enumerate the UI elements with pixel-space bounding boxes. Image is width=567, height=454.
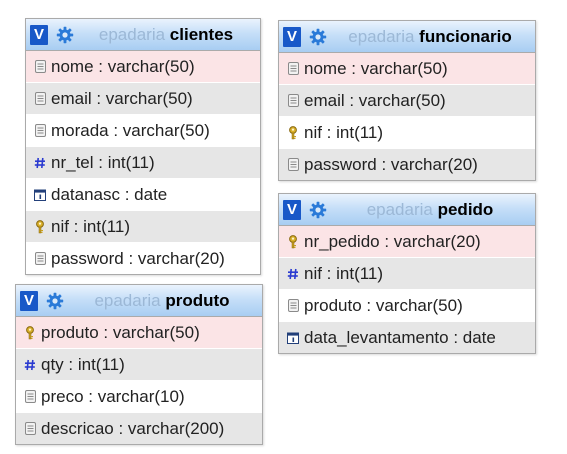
field-label: datanasc : date: [51, 184, 168, 204]
field-row[interactable]: qty : int(11): [16, 348, 262, 380]
hash-icon: [33, 156, 47, 170]
table-name: pedido: [437, 199, 494, 219]
text-field-icon: [23, 390, 37, 404]
table-header[interactable]: V epadaria pedido: [279, 194, 535, 226]
text-field-icon: [286, 62, 300, 76]
table-title: epadaria clientes: [76, 25, 260, 45]
field-label: morada : varchar(50): [51, 120, 210, 140]
field-list: nome : varchar(50) email : varchar(50) nif…: [279, 53, 535, 180]
field-list: nome : varchar(50) email : varchar(50) mor…: [26, 51, 260, 274]
field-row[interactable]: nr_pedido : varchar(20): [279, 226, 535, 257]
field-label: email : varchar(50): [304, 90, 446, 110]
key-icon: [23, 325, 37, 340]
field-label: descricao : varchar(200): [41, 418, 225, 438]
table-header[interactable]: V epadaria funcionario: [279, 21, 535, 53]
field-row[interactable]: produto : varchar(50): [279, 289, 535, 321]
collapse-toggle-button[interactable]: V: [30, 24, 48, 45]
text-field-icon: [286, 94, 300, 108]
field-row[interactable]: password : varchar(20): [26, 242, 260, 274]
table-funcionario[interactable]: V epadaria funcionario nome : varchar(50…: [278, 20, 536, 181]
gear-icon[interactable]: [307, 26, 329, 48]
table-header[interactable]: V epadaria clientes: [26, 19, 260, 51]
key-icon: [33, 219, 47, 234]
table-name: produto: [165, 290, 230, 310]
field-row[interactable]: produto : varchar(50): [16, 317, 262, 348]
text-field-icon: [286, 299, 300, 313]
field-row[interactable]: password : varchar(20): [279, 148, 535, 180]
field-label: nif : int(11): [51, 216, 131, 236]
hash-icon: [286, 267, 300, 281]
field-label: nif : int(11): [304, 122, 384, 142]
field-row[interactable]: nif : int(11): [26, 210, 260, 242]
key-icon: [286, 125, 300, 140]
field-label: password : varchar(20): [51, 248, 225, 268]
field-row[interactable]: nr_tel : int(11): [26, 146, 260, 178]
text-field-icon: [33, 252, 47, 266]
field-label: email : varchar(50): [51, 88, 193, 108]
text-field-icon: [33, 60, 47, 74]
table-pedido[interactable]: V epadaria pedido nr_pedido : varchar(20…: [278, 193, 536, 354]
database-name: epadaria: [366, 199, 433, 219]
table-name: clientes: [169, 24, 234, 44]
database-name: epadaria: [348, 26, 415, 46]
date-icon: [286, 331, 300, 345]
field-label: nome : varchar(50): [51, 56, 195, 76]
database-name: epadaria: [94, 290, 161, 310]
date-icon: [33, 188, 47, 202]
gear-icon[interactable]: [54, 24, 76, 46]
field-label: nome : varchar(50): [304, 58, 448, 78]
field-label: nr_tel : int(11): [51, 152, 155, 172]
field-label: nif : int(11): [304, 263, 384, 283]
field-row[interactable]: datanasc : date: [26, 178, 260, 210]
field-row[interactable]: descricao : varchar(200): [16, 412, 262, 444]
field-row[interactable]: nif : int(11): [279, 257, 535, 289]
field-row[interactable]: nome : varchar(50): [279, 53, 535, 84]
field-label: password : varchar(20): [304, 154, 478, 174]
field-list: produto : varchar(50) qty : int(11) preco …: [16, 317, 262, 444]
field-row[interactable]: morada : varchar(50): [26, 114, 260, 146]
table-header[interactable]: V epadaria produto: [16, 285, 262, 317]
table-title: epadaria pedido: [329, 200, 535, 220]
gear-icon[interactable]: [44, 290, 66, 312]
gear-icon[interactable]: [307, 199, 329, 221]
hash-icon: [23, 358, 37, 372]
key-icon: [286, 234, 300, 249]
field-list: nr_pedido : varchar(20) nif : int(11) prod…: [279, 226, 535, 353]
collapse-toggle-button[interactable]: V: [283, 199, 301, 220]
collapse-toggle-button[interactable]: V: [20, 290, 38, 311]
text-field-icon: [33, 92, 47, 106]
field-row[interactable]: email : varchar(50): [279, 84, 535, 116]
field-row[interactable]: data_levantamento : date: [279, 321, 535, 353]
table-name: funcionario: [419, 26, 512, 46]
table-title: epadaria funcionario: [329, 27, 535, 47]
field-label: data_levantamento : date: [304, 327, 496, 347]
table-clientes[interactable]: V epadaria clientes nome : varchar(50) em…: [25, 18, 261, 275]
collapse-toggle-button[interactable]: V: [283, 26, 301, 47]
field-label: produto : varchar(50): [41, 322, 200, 342]
field-row[interactable]: nome : varchar(50): [26, 51, 260, 82]
text-field-icon: [286, 158, 300, 172]
field-label: nr_pedido : varchar(20): [304, 231, 481, 251]
field-label: produto : varchar(50): [304, 295, 463, 315]
field-row[interactable]: preco : varchar(10): [16, 380, 262, 412]
database-name: epadaria: [98, 24, 166, 44]
text-field-icon: [33, 124, 47, 138]
text-field-icon: [23, 422, 37, 436]
field-row[interactable]: email : varchar(50): [26, 82, 260, 114]
table-produto[interactable]: V epadaria produto produto : varchar(50)…: [15, 284, 263, 445]
table-title: epadaria produto: [66, 291, 262, 311]
field-row[interactable]: nif : int(11): [279, 116, 535, 148]
field-label: qty : int(11): [41, 354, 125, 374]
field-label: preco : varchar(10): [41, 386, 185, 406]
